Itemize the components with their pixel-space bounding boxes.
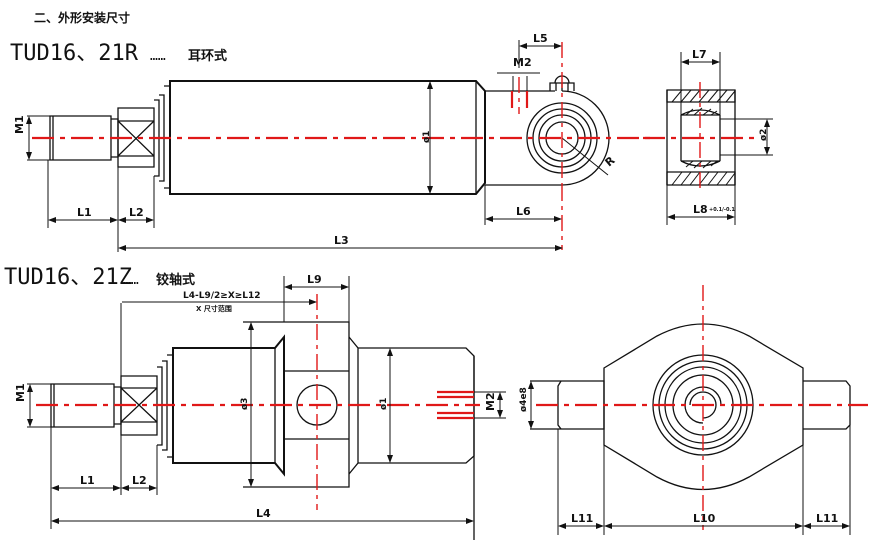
model-z-title: TUD16、21Z …… 铰轴式 [4,265,195,290]
model-r-type: 耳环式 [188,48,227,64]
l10-label: L10 [693,512,716,525]
l12-note-label: X 尺寸范围 [196,304,232,313]
l12-formula-label: L4-L9/2≥X≥L12 [183,291,261,301]
l1-label-r: L1 [77,206,92,219]
l8-tolerance: +0.1/-0.1 [709,207,735,213]
model-z-dots: …… [123,273,139,288]
spherical-bearing-section: ø2 L7 L8 +0.1/-0.1 [643,48,773,225]
model-z-code: TUD16、21Z [4,265,132,290]
phi2-label: ø2 [759,129,769,141]
phi1-label-r: ø1 [422,131,432,143]
section-title: 二、外形安装尺寸 [34,10,130,25]
l11-left-label: L11 [571,512,593,525]
m1-label-z: M1 [14,383,27,402]
model-r-title: TUD16、21R …… 耳环式 [10,41,227,66]
model-r-dots: …… [150,49,166,64]
l1-label-z: L1 [80,474,95,487]
m2-label-z: M2 [484,392,497,411]
model-r-code: TUD16、21R [10,41,139,66]
m2-label-r: M2 [513,56,532,69]
cylinder-r-side-view: R M2 M1 ø1 L1 L2 L3 L6 [13,32,650,252]
r-radius-label: R [603,154,618,170]
l5-label: L5 [533,32,548,45]
trunnion-front-view: ø4e8 L11 L10 L11 [519,285,868,535]
l8-label: L8 [693,203,708,216]
phi1-label-z: ø1 [379,398,389,410]
l2-label-r: L2 [129,206,144,219]
phi4-label: ø4e8 [519,387,529,412]
l4-label: L4 [256,507,271,520]
l11-right-label: L11 [816,512,838,525]
phi3-label: ø3 [240,398,250,410]
m1-label-r: M1 [13,115,26,134]
l2-label-z: L2 [132,474,147,487]
l9-label: L9 [307,273,322,286]
l7-label: L7 [692,48,707,61]
l3-label: L3 [334,234,349,247]
model-z-type: 铰轴式 [156,272,195,288]
l6-label: L6 [516,205,531,218]
cylinder-z-side-view: M1 ø3 ø1 M2 L9 L4-L9/2≥X≥L12 X 尺寸范围 L1 L… [14,273,506,540]
